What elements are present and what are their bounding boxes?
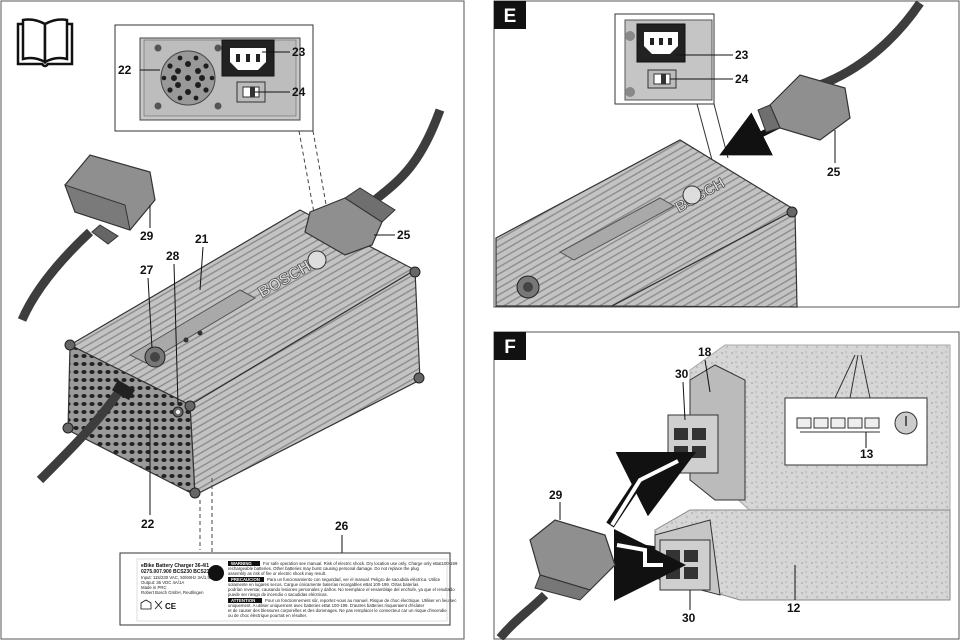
callout-22-bottom: 22 bbox=[141, 517, 155, 531]
callout-23: 23 bbox=[292, 45, 306, 59]
power-cable bbox=[372, 108, 445, 204]
output-cable bbox=[17, 228, 94, 322]
panel-f-badge bbox=[494, 332, 526, 360]
led-indicator-icon bbox=[144, 346, 166, 368]
warning-label: WARNING bbox=[231, 561, 252, 566]
power-plug-icon bbox=[304, 187, 396, 256]
callout-25-main: 25 bbox=[397, 228, 411, 242]
callout-23-e: 23 bbox=[735, 48, 749, 62]
panel-e-badge bbox=[494, 1, 526, 29]
nameplate-output: Output: 36 VDC 4A/1A bbox=[141, 580, 184, 585]
output-plug-icon bbox=[64, 154, 156, 245]
callout-25-e: 25 bbox=[827, 165, 841, 179]
text-fr-1: Pour un fonctionnement sûr, reportez-vou… bbox=[265, 598, 457, 603]
nameplate-made: Made in PRC bbox=[141, 585, 167, 590]
callout-12: 12 bbox=[787, 601, 801, 615]
panel-e-content: 23 24 BOSCH 25 bbox=[495, 0, 924, 308]
callout-22-top: 22 bbox=[118, 63, 132, 77]
callout-24-e: 24 bbox=[735, 72, 749, 86]
callout-26: 26 bbox=[335, 519, 349, 533]
power-plug-e-icon bbox=[757, 74, 851, 141]
attention-label: ATTENTION bbox=[231, 598, 255, 603]
text-es-3: podrían reventar, causando lesiones pers… bbox=[228, 587, 455, 592]
text-fr-3: et de causer des blessures corporelles e… bbox=[228, 608, 447, 613]
nameplate-input: Input: 115/230 VAC, 50/60Hz 3A/1.5A bbox=[141, 575, 213, 580]
text-es-4: puede ser riesgo de incendio o sacudidas… bbox=[228, 592, 328, 597]
text-fr-2: uniquement. A utiliser uniquement avec b… bbox=[228, 603, 425, 608]
text-es-1: Para un funcionamiento con seguridad, ve… bbox=[267, 577, 441, 582]
nameplate-maker: Robert Bosch GmbH, Reutlingen bbox=[141, 590, 204, 595]
callout-27: 27 bbox=[140, 263, 154, 277]
callout-28: 28 bbox=[166, 249, 180, 263]
callout-29-main: 29 bbox=[140, 229, 154, 243]
text-es-2: solamente en lugares secos. Cargue única… bbox=[228, 582, 418, 587]
certification-marks-icon: CE bbox=[140, 599, 177, 611]
callout-13: 13 bbox=[860, 447, 874, 461]
nameplate-part: 0275.007.900 BCS230 BCS232 bbox=[141, 569, 212, 575]
charger-body: BOSCH bbox=[36, 209, 425, 499]
book-manual-icon bbox=[16, 18, 74, 68]
text-en-3: assembly as risk of fire or electric sho… bbox=[228, 571, 326, 576]
svg-text:CE: CE bbox=[165, 602, 177, 611]
output-plug-f-icon bbox=[529, 519, 616, 601]
callout-30-top: 30 bbox=[675, 367, 689, 381]
callout-30-bottom: 30 bbox=[682, 611, 696, 625]
nameplate: eBike Battery Charger 36-4/1 0275.007.90… bbox=[119, 552, 458, 626]
rear-panel-inset: 22 23 24 bbox=[114, 24, 314, 132]
text-en-2: rechargeable batteries. Other batteries … bbox=[228, 566, 419, 571]
callout-24: 24 bbox=[292, 85, 306, 99]
callout-18: 18 bbox=[698, 345, 712, 359]
precaucion-label: PRECAUCION bbox=[231, 577, 260, 582]
power-socket-icon bbox=[221, 39, 275, 77]
text-fr-4: ou de choc électrique pourrait en résult… bbox=[228, 613, 307, 618]
warning-pictogram-icon bbox=[208, 565, 224, 581]
callout-29-f: 29 bbox=[549, 488, 563, 502]
fan-grill-icon bbox=[160, 50, 216, 106]
panel-e-letter: E bbox=[504, 6, 517, 27]
panel-f-content: 13 29 18 30 30 12 bbox=[496, 344, 951, 641]
panel-f-letter: F bbox=[504, 337, 516, 358]
charge-level-leds bbox=[796, 417, 880, 429]
callout-21: 21 bbox=[195, 232, 209, 246]
nameplate-title: eBike Battery Charger 36-4/1 bbox=[141, 563, 209, 569]
text-en-1: For safe operation see manual. Risk of e… bbox=[263, 561, 458, 566]
